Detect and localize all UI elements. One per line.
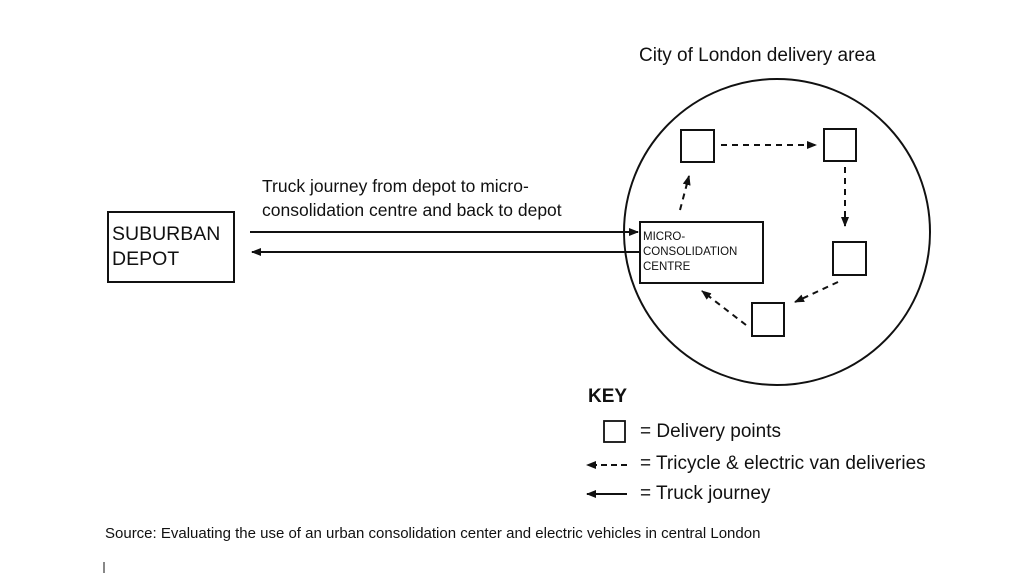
dashed-arrow-point4-to-centre [701,290,747,326]
truck-caption-line2: consolidation centre and back to depot [262,200,562,220]
micro-label-line1: MICRO- [643,231,686,243]
truck-journey-caption: Truck journey from depot to micro- conso… [262,174,562,222]
key-truck-label: = Truck journey [640,483,771,504]
depot-label: SUBURBAN DEPOT [112,222,220,272]
dashed-arrow-point3-to-point4 [794,281,839,303]
depot-label-line1: SUBURBAN [112,223,221,245]
micro-centre-box [639,221,764,284]
micro-label-line2: CONSOLIDATION [643,246,738,258]
key-title: KEY [588,386,628,407]
delivery-area-title: City of London delivery area [639,45,876,66]
truck-caption-line1: Truck journey from depot to micro- [262,176,529,196]
key-tricycle-van-label: = Tricycle & electric van deliveries [640,453,926,474]
delivery-point [832,241,867,276]
source-caption: Source: Evaluating the use of an urban c… [105,525,761,542]
depot-box [107,211,235,283]
delivery-point [751,302,785,337]
dashed-arrow-centre-to-point [679,175,691,211]
delivery-point [680,129,715,163]
depot-label-line2: DEPOT [112,248,180,270]
key-delivery-points-label: = Delivery points [640,421,781,442]
delivery-point [823,128,857,162]
micro-centre-label: MICRO- CONSOLIDATION CENTRE [643,230,737,275]
key-delivery-point-icon [603,420,626,443]
micro-label-line3: CENTRE [643,261,691,273]
